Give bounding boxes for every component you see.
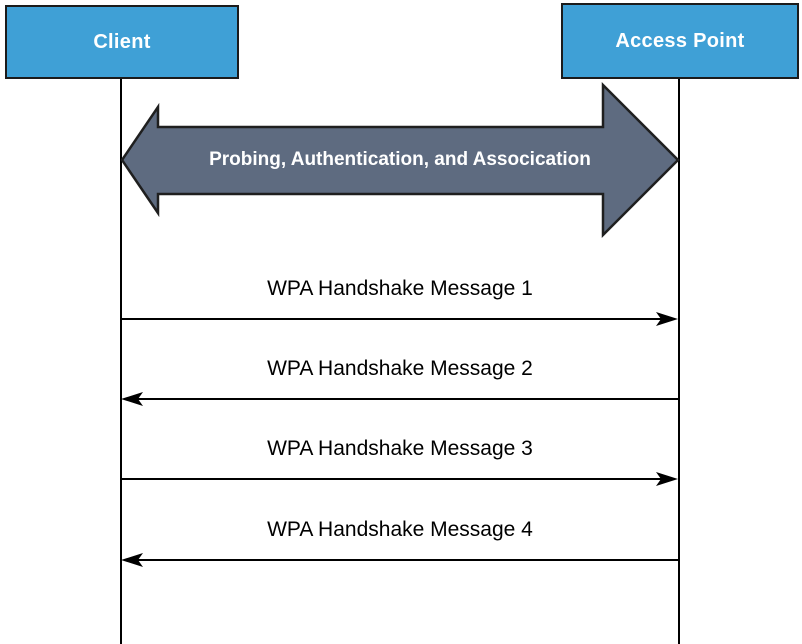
message-1-label: WPA Handshake Message 1 <box>267 277 533 300</box>
message-3-arrowhead-right <box>656 472 678 486</box>
message-4-label: WPA Handshake Message 4 <box>267 518 533 541</box>
message-2-label: WPA Handshake Message 2 <box>267 357 533 380</box>
message-4-arrowhead-left <box>121 553 143 567</box>
actor-box-client: Client <box>5 5 239 79</box>
actor-label-client: Client <box>93 30 151 53</box>
actor-label-access-point: Access Point <box>615 29 745 52</box>
phase-double-arrow <box>120 81 680 239</box>
actor-box-access-point: Access Point <box>561 3 799 79</box>
message-3-label: WPA Handshake Message 3 <box>267 437 533 460</box>
phase-arrow-label: Probing, Authentication, and Associcatio… <box>209 149 591 170</box>
message-1-arrowhead-right <box>656 312 678 326</box>
message-2-arrowhead-left <box>121 392 143 406</box>
